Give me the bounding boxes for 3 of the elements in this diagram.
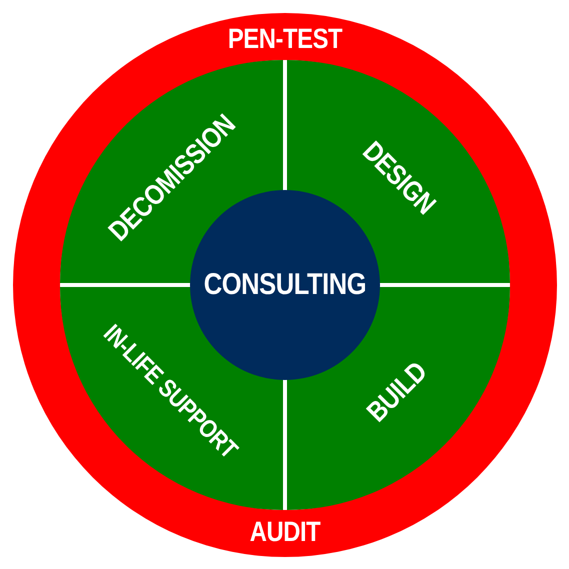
ring-label: AUDIT [250,516,320,548]
ring-label: PEN-TEST [228,23,342,55]
center-label: CONSULTING [204,268,366,302]
